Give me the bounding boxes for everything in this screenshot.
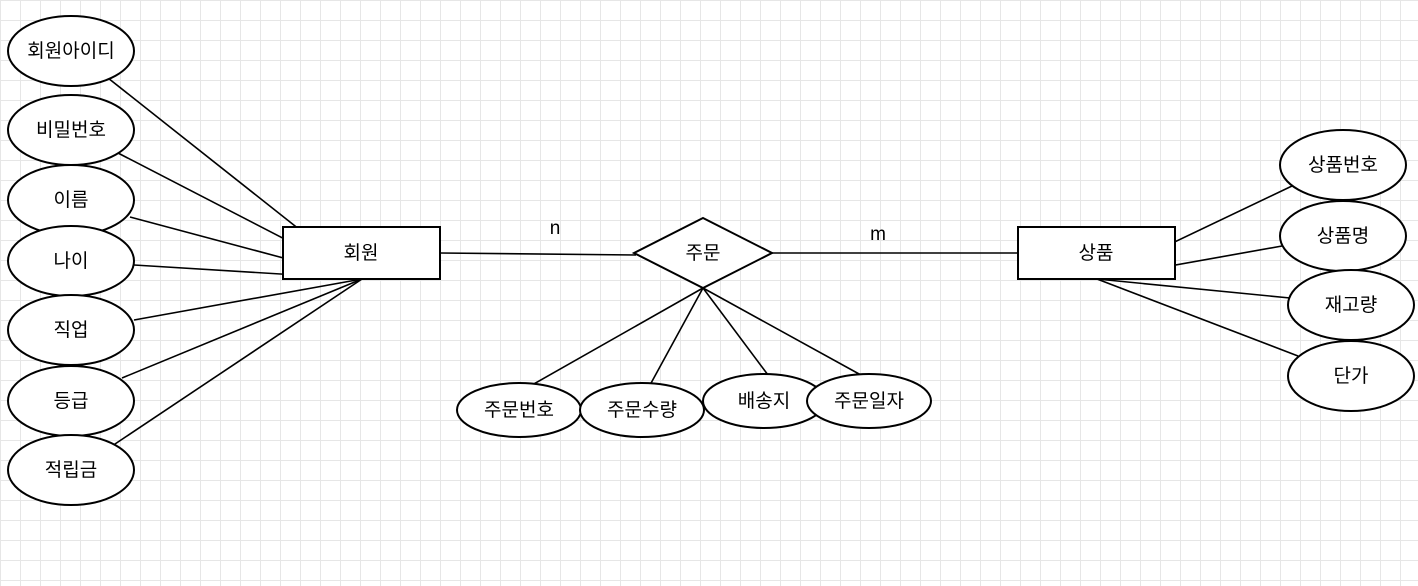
order-attribute[interactable]: 주문수량	[579, 382, 705, 438]
product-attribute[interactable]: 재고량	[1287, 269, 1415, 341]
entity-label: 회원	[344, 242, 379, 264]
order-attribute[interactable]: 주문번호	[456, 382, 582, 438]
cardinality-product-side: m	[870, 224, 886, 245]
connector-order-attr-1	[531, 287, 704, 386]
member-attribute[interactable]: 적립금	[7, 434, 135, 506]
order-attribute[interactable]: 주문일자	[806, 373, 932, 429]
product-attribute-list: 상품번호 상품명 재고량 단가	[1279, 129, 1415, 412]
member-attribute[interactable]: 등급	[7, 365, 135, 437]
attribute-label: 이름	[54, 189, 89, 211]
member-attribute[interactable]: 이름	[7, 164, 135, 236]
attribute-label: 적립금	[45, 459, 97, 481]
attribute-label: 회원아이디	[27, 40, 114, 62]
connector-product-attr-4	[1096, 278, 1299, 357]
connector-member-order	[439, 252, 637, 256]
connector-product-attr-3	[1096, 278, 1291, 299]
attribute-label: 단가	[1334, 365, 1369, 387]
connector-member-attr-5	[133, 278, 363, 321]
connector-member-attr-6	[121, 278, 363, 379]
connector-order-attr-3	[702, 287, 769, 376]
order-attribute-list: 주문번호 주문수량 배송지 주문일자	[456, 373, 932, 438]
attribute-label: 주문일자	[834, 390, 904, 412]
member-attribute[interactable]: 비밀번호	[7, 94, 135, 166]
member-attribute-list: 회원아이디 비밀번호 이름 나이 직업 등급 적립금	[7, 15, 135, 506]
product-attribute[interactable]: 상품번호	[1279, 129, 1407, 201]
product-attribute[interactable]: 상품명	[1279, 200, 1407, 272]
attribute-label: 나이	[54, 250, 89, 272]
member-attribute[interactable]: 회원아이디	[7, 15, 135, 87]
attribute-label: 재고량	[1325, 294, 1377, 316]
product-entity[interactable]: 상품	[1017, 226, 1176, 280]
entity-label: 상품	[1079, 242, 1114, 264]
cardinality-member-side: n	[550, 218, 561, 239]
relationship-label: 주문	[686, 242, 721, 264]
attribute-label: 등급	[54, 390, 89, 412]
connector-order-attr-2	[649, 287, 704, 386]
product-attribute[interactable]: 단가	[1287, 340, 1415, 412]
order-attribute-connectors	[531, 287, 871, 386]
member-attribute[interactable]: 직업	[7, 294, 135, 366]
connector-order-attr-4	[702, 287, 871, 381]
attribute-label: 주문번호	[484, 399, 554, 421]
attribute-label: 배송지	[738, 390, 790, 412]
member-entity[interactable]: 회원	[282, 226, 441, 280]
order-relationship[interactable]: 주문	[631, 216, 775, 290]
connector-member-attr-7	[111, 278, 363, 447]
attribute-label: 직업	[54, 319, 89, 341]
member-attribute[interactable]: 나이	[7, 225, 135, 297]
attribute-label: 주문수량	[607, 399, 677, 421]
attribute-label: 상품명	[1317, 225, 1369, 247]
order-attribute[interactable]: 배송지	[702, 373, 826, 429]
attribute-label: 상품번호	[1308, 154, 1378, 176]
attribute-label: 비밀번호	[36, 119, 106, 141]
